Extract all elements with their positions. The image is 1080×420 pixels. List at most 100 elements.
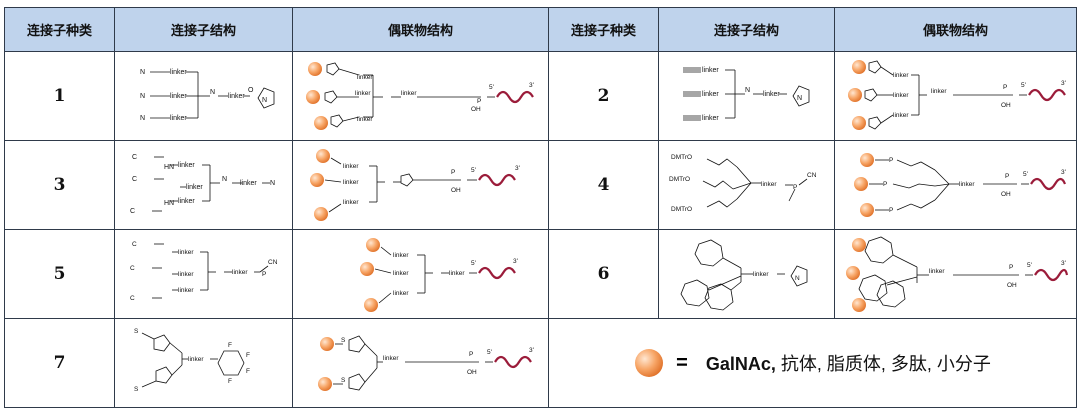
legend-cell: = GalNAc, 抗体, 脂质体, 多肽, 小分子 bbox=[548, 318, 1077, 408]
linker-label: linker bbox=[702, 91, 719, 98]
linker-5-diagram: C C C linker linker linker linker P CN bbox=[130, 241, 278, 302]
linker-label: linker bbox=[170, 93, 187, 100]
linker-label: linker bbox=[232, 269, 248, 276]
linker-label: linker bbox=[178, 271, 194, 278]
linker-label: linker bbox=[178, 249, 194, 256]
linker-structure-3: C C C HN HN linker linker linker N linke… bbox=[114, 140, 293, 230]
linker-1-diagram: N N N linker linker linker N linker N O bbox=[140, 69, 274, 122]
table-row: 7 linker S S bbox=[4, 318, 1077, 408]
p-label: P bbox=[889, 157, 893, 164]
five-prime-label: 5' bbox=[1027, 262, 1032, 269]
linker-label: linker bbox=[929, 268, 945, 275]
linker-label: linker bbox=[186, 184, 203, 191]
linker-label: linker bbox=[357, 116, 373, 123]
linker-structure-7: linker S S F F F F bbox=[114, 318, 293, 408]
linker-label: linker bbox=[393, 290, 409, 297]
conjugate-structure-3: linker linker linker P OH 5' 3' bbox=[292, 140, 549, 230]
linker-label: linker bbox=[343, 163, 359, 170]
oh-label: OH bbox=[451, 187, 461, 194]
conjugate-structure-1: linker linker linker linker P OH 5' 3' bbox=[292, 51, 549, 141]
conjugate-structure-4: P P P linker P OH 5' 3' bbox=[834, 140, 1077, 230]
linker-structure-4: DMTrO DMTrO DMTrO linker P CN bbox=[658, 140, 835, 230]
legend: = GalNAc, 抗体, 脂质体, 多肽, 小分子 bbox=[549, 319, 1076, 407]
five-prime-label: 5' bbox=[1023, 171, 1028, 178]
linker-3-diagram: C C C HN HN linker linker linker N linke… bbox=[130, 154, 275, 215]
p-label: P bbox=[793, 184, 797, 191]
linker-label: linker bbox=[449, 270, 465, 277]
header-linker-type-right: 连接子种类 bbox=[548, 7, 659, 52]
linker-label: linker bbox=[959, 181, 975, 188]
conjugate-structure-2: linker linker linker linker P OH 5' 3' bbox=[834, 51, 1077, 141]
header-conjugate-structure-right: 偶联物结构 bbox=[834, 7, 1077, 52]
linker-label: linker bbox=[170, 115, 187, 122]
three-prime-label: 3' bbox=[529, 347, 534, 354]
sphere-icon bbox=[635, 349, 664, 377]
header-row: 连接子种类 连接子结构 偶联物结构 连接子种类 连接子结构 偶联物结构 bbox=[4, 7, 1077, 52]
oh-label: OH bbox=[1007, 282, 1017, 289]
conjugate-structure-7: S S linker P OH 5' 3' bbox=[292, 318, 549, 408]
linker-6-diagram: linker N bbox=[680, 239, 807, 311]
conjugate-structure-5: linker linker linker linker 5' 3' bbox=[292, 229, 549, 319]
conjugate-4-diagram: P P P linker P OH 5' 3' bbox=[853, 153, 1066, 217]
linker-label: linker bbox=[178, 198, 195, 205]
p-label: P bbox=[1009, 264, 1013, 271]
linker-number-4: 4 bbox=[548, 140, 659, 230]
conjugate-6-diagram: linker P OH 5' 3' bbox=[845, 236, 1068, 312]
linker-label: linker bbox=[383, 355, 399, 362]
n-label: N bbox=[797, 95, 802, 102]
azide-label: N bbox=[270, 180, 275, 187]
n-label: N bbox=[262, 97, 267, 104]
dmtro-label: DMTrO bbox=[671, 206, 692, 213]
three-prime-label: 3' bbox=[1061, 169, 1066, 176]
five-prime-label: 5' bbox=[1021, 82, 1026, 89]
linker-label: linker bbox=[893, 92, 909, 99]
p-label: P bbox=[1005, 173, 1009, 180]
five-prime-label: 5' bbox=[471, 167, 476, 174]
linker-label: linker bbox=[893, 72, 909, 79]
table-row: 3 C C C HN HN bbox=[4, 140, 1077, 230]
linker-number-6: 6 bbox=[548, 229, 659, 319]
azide-label: N bbox=[140, 69, 145, 76]
oh-label: OH bbox=[1001, 191, 1011, 198]
legend-equals: = bbox=[676, 351, 688, 374]
n-label: N bbox=[210, 89, 215, 96]
conjugate-7-diagram: S S linker P OH 5' 3' bbox=[317, 335, 534, 391]
linker-structure-5: C C C linker linker linker linker P CN bbox=[114, 229, 293, 319]
five-prime-label: 5' bbox=[471, 260, 476, 267]
linker-4-diagram: DMTrO DMTrO DMTrO linker P CN bbox=[669, 154, 817, 213]
linker-label: linker bbox=[931, 88, 947, 95]
cn-label: CN bbox=[268, 259, 278, 266]
oh-label: OH bbox=[1001, 102, 1011, 109]
azide-label: N bbox=[140, 115, 145, 122]
f3c-label: C bbox=[132, 176, 137, 183]
oh-label: OH bbox=[471, 106, 481, 113]
dmtro-label: DMTrO bbox=[671, 154, 692, 161]
linker-label: linker bbox=[188, 356, 204, 363]
s-label: S bbox=[134, 328, 139, 335]
hn-label: HN bbox=[164, 164, 174, 171]
linker-label: linker bbox=[761, 181, 777, 188]
dmtro-label: DMTrO bbox=[669, 176, 690, 183]
linker-label: linker bbox=[893, 112, 909, 119]
p-label: P bbox=[262, 271, 266, 278]
linker-label: linker bbox=[178, 162, 195, 169]
linker-label: linker bbox=[702, 115, 719, 122]
s-label: S bbox=[134, 386, 139, 393]
conjugate-5-diagram: linker linker linker linker 5' 3' bbox=[359, 238, 518, 312]
three-prime-label: 3' bbox=[513, 258, 518, 265]
linker-number-1: 1 bbox=[4, 51, 115, 141]
azide-label: N bbox=[140, 93, 145, 100]
linker-label: linker bbox=[702, 67, 719, 74]
legend-rest: 抗体, 脂质体, 多肽, 小分子 bbox=[775, 354, 991, 374]
n-label: N bbox=[745, 87, 750, 94]
p-label: P bbox=[889, 207, 893, 214]
linker-2-diagram: linker linker linker N linker N bbox=[682, 67, 809, 122]
linker-label: linker bbox=[357, 74, 373, 81]
legend-galnac: GalNAc, bbox=[705, 354, 776, 374]
linker-number-2: 2 bbox=[548, 51, 659, 141]
three-prime-label: 3' bbox=[529, 82, 534, 89]
table-row: 5 C C C linker bbox=[4, 229, 1077, 319]
header-linker-structure-right: 连接子结构 bbox=[658, 7, 835, 52]
linker-label: linker bbox=[393, 270, 409, 277]
linker-label: linker bbox=[170, 69, 187, 76]
